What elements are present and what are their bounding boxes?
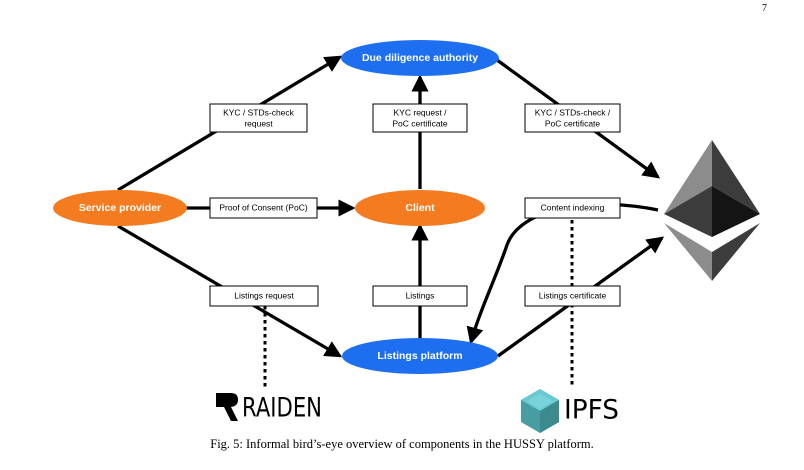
node-client-label: Client [405,202,435,214]
label-listings-text: Listings [406,290,435,300]
ipfs-cube-icon [521,389,559,433]
label-kyc-std-poc-line2: PoC certificate [545,118,601,128]
node-service-provider-label: Service provider [79,202,161,214]
ipfs-logo: IPFS [521,389,619,433]
figure-caption: Fig. 5: Informal bird’s-eye overview of … [210,437,594,451]
raiden-logo-text: RAIDEN [242,393,322,424]
label-content-indexing-text: Content indexing [541,202,605,212]
node-client: Client [355,190,485,226]
label-kyc-std-request-line1: KYC / STDs-check [223,107,295,117]
ipfs-logo-text: IPFS [564,395,619,426]
label-kyc-std-request-line2: request [244,118,273,128]
label-kyc-poc-line2: PoC certificate [392,118,448,128]
label-kyc-std-poc: KYC / STDs-check / PoC certificate [524,103,621,133]
ethereum-icon [664,140,760,281]
node-due-diligence-label: Due diligence authority [362,52,478,64]
arrow-eth-to-lp [466,202,659,345]
label-listings-request: Listings request [209,285,319,307]
label-kyc-std-poc-line1: KYC / STDs-check / [535,107,611,117]
label-proof-of-consent-text: Proof of Consent (PoC) [219,202,308,212]
label-content-indexing: Content indexing [524,197,621,219]
label-kyc-std-request: KYC / STDs-check request [209,103,308,133]
node-listings-platform: Listings platform [342,338,498,374]
node-due-diligence: Due diligence authority [341,40,499,76]
page-number: 7 [762,3,767,14]
label-proof-of-consent: Proof of Consent (PoC) [209,197,318,219]
label-listings-certificate: Listings certificate [524,285,621,307]
label-listings-request-text: Listings request [234,290,294,300]
label-kyc-poc: KYC request / PoC certificate [372,103,468,133]
node-listings-platform-label: Listings platform [377,350,462,362]
label-listings-certificate-text: Listings certificate [539,290,607,300]
label-listings: Listings [372,285,468,307]
raiden-logo: RAIDEN [216,393,322,424]
label-kyc-poc-line1: KYC request / [394,107,448,117]
node-service-provider: Service provider [53,190,187,226]
raiden-logo-mark [216,393,238,421]
